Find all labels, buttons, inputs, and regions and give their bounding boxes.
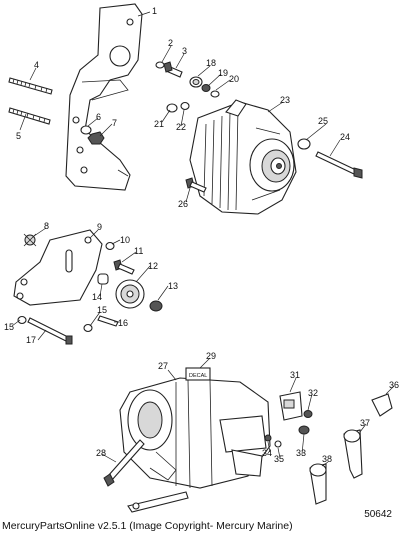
alternator (189, 99, 297, 215)
callout-9: 9 (97, 222, 102, 232)
washer-15a (17, 315, 27, 325)
boot-36 (371, 393, 393, 417)
callout-26: 26 (178, 199, 188, 209)
washer-6 (80, 125, 92, 135)
callout-35: 35 (274, 454, 284, 464)
fitting-8 (23, 233, 37, 247)
mounting-bracket (65, 3, 143, 191)
callout-11: 11 (134, 246, 143, 256)
decal-29: DECAL (185, 367, 211, 381)
bolt-17 (27, 317, 73, 345)
callout-13: 13 (168, 281, 178, 291)
nut-19 (201, 84, 211, 92)
bolt-26 (185, 177, 207, 193)
callout-labels: 1 2 3 4 5 6 7 8 9 10 11 12 13 14 15 15 1… (4, 6, 399, 464)
callout-25: 25 (318, 116, 328, 126)
callout-23: 23 (280, 95, 290, 105)
washer-15b (83, 323, 93, 333)
washer-2 (155, 61, 165, 69)
spacer-14 (97, 273, 109, 285)
leader-lines (11, 11, 395, 467)
tensioner-bracket (13, 229, 103, 306)
callout-16: 16 (118, 318, 128, 328)
decal-label: DECAL (189, 373, 207, 379)
washer-21 (166, 103, 178, 113)
callout-31: 31 (290, 370, 300, 380)
washer-25 (297, 138, 311, 150)
nut-34 (264, 434, 272, 442)
tool (127, 491, 189, 513)
copyright-footer: MercuryPartsOnline v2.5.1 (Image Copyrig… (2, 520, 293, 532)
callout-7: 7 (112, 118, 117, 128)
callout-6: 6 (96, 112, 101, 122)
callout-27: 27 (158, 361, 168, 371)
boot-38 (309, 463, 327, 505)
solenoid-31 (279, 391, 303, 421)
bolt-3 (163, 61, 183, 78)
boot-37 (343, 429, 363, 479)
callout-17: 17 (26, 335, 36, 345)
callout-19: 19 (218, 68, 228, 78)
starter-motor (119, 377, 271, 489)
callout-8: 8 (44, 221, 49, 231)
drawing-number: 50642 (364, 509, 392, 520)
callout-21: 21 (154, 119, 164, 129)
idler-pulley-12 (115, 279, 145, 309)
callout-22: 22 (176, 122, 186, 132)
callout-15a: 15 (4, 322, 14, 332)
callout-20: 20 (229, 74, 239, 84)
washer-20 (210, 90, 220, 98)
callout-36: 36 (389, 380, 399, 390)
callout-24: 24 (340, 132, 350, 142)
callout-32: 32 (308, 388, 318, 398)
stud-5 (8, 107, 51, 125)
callout-14: 14 (92, 292, 102, 302)
callout-37: 37 (360, 418, 370, 428)
callout-3: 3 (182, 46, 187, 56)
stud-4 (8, 77, 53, 95)
callout-10: 10 (120, 235, 130, 245)
callout-15b: 15 (97, 305, 107, 315)
callout-38: 38 (322, 454, 332, 464)
nut-7 (87, 131, 105, 145)
washer-10 (105, 241, 115, 251)
callout-34: 34 (262, 448, 272, 458)
washer-22 (180, 101, 190, 111)
callout-2: 2 (168, 38, 173, 48)
bolt-16 (97, 315, 119, 327)
callout-33: 33 (296, 448, 306, 458)
bolt-11 (113, 259, 135, 275)
callout-28: 28 (96, 448, 106, 458)
callout-5: 5 (16, 131, 21, 141)
callout-29: 29 (206, 351, 216, 361)
nut-33 (298, 425, 310, 435)
bolt-24 (315, 151, 363, 179)
nut-13 (149, 300, 163, 312)
fitting-18 (189, 76, 203, 88)
callout-18: 18 (206, 58, 216, 68)
callout-1: 1 (152, 6, 157, 16)
callout-4: 4 (34, 60, 39, 70)
nut-32 (303, 410, 313, 418)
washer-35 (274, 440, 282, 448)
callout-12: 12 (148, 261, 158, 271)
bolt-28 (103, 439, 145, 487)
